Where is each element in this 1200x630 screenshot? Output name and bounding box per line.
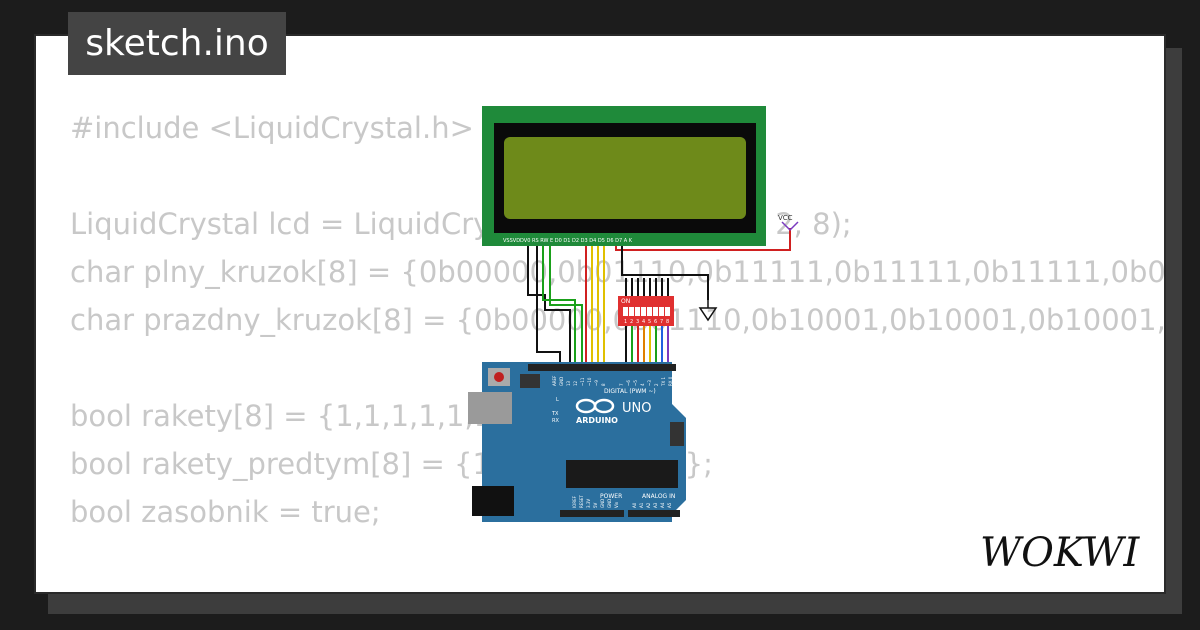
power-jack	[472, 486, 514, 516]
pin-label: ~11	[580, 377, 585, 386]
pin-label: GND	[607, 499, 612, 508]
pin-label: GND	[559, 377, 564, 386]
pin-label: 12	[573, 380, 578, 386]
pin-label: ~9	[594, 380, 599, 386]
pin-label: IOREF	[572, 495, 577, 508]
pin-label: 13	[566, 380, 571, 386]
lcd-display: VSSVDDV0 RS RW E D0 D1 D2 D3 D4 D5 D6 D7…	[482, 106, 766, 246]
dip-number: 6	[654, 319, 657, 325]
pin-label: TX 1	[661, 377, 666, 387]
pin-label: A5	[667, 502, 672, 508]
digital-header-left	[528, 364, 654, 371]
dip-number: 2	[630, 319, 633, 325]
pin-label: Vin	[614, 501, 619, 508]
pin-label: A4	[660, 502, 665, 508]
model-label: UNO	[622, 401, 651, 416]
wire-e	[549, 240, 583, 370]
analog-header	[628, 510, 680, 517]
lcd-screen	[504, 137, 746, 219]
code-line: void setup() {	[70, 584, 1164, 592]
pin-label: A0	[632, 502, 637, 508]
power-header	[560, 510, 624, 517]
vcc-label: VCC	[778, 214, 793, 222]
wokwi-logo: WOKWI	[980, 530, 1140, 576]
pin-label: GND	[600, 499, 605, 508]
pin-label: A2	[646, 502, 651, 508]
dip-switch: ON 1 2 3 4 5 6 7 8	[618, 296, 674, 326]
code-line: bool zasobnik = true;	[70, 495, 381, 529]
atmega-chip	[566, 460, 678, 488]
dip-number: 8	[666, 319, 669, 325]
wire-dip-top	[625, 278, 669, 300]
led-label: RX	[552, 418, 559, 424]
pin-label: 2	[654, 383, 659, 386]
pin-label: ~3	[647, 380, 652, 386]
digital-label: DIGITAL (PWM ~)	[604, 388, 656, 395]
arduino-uno: DIGITAL (PWM ~) UNO ARDUINO ON POWER ANA…	[468, 362, 703, 522]
dip-number: 5	[648, 319, 651, 325]
on-label: ON	[694, 410, 703, 417]
pin-label: 7	[619, 383, 624, 386]
analog-label: ANALOG IN	[642, 493, 675, 500]
pin-label: ~6	[626, 380, 631, 386]
code-line: char prazdny_kruzok[8] = {0b00000,0b0111…	[70, 303, 1166, 337]
dip-switch-label: ON	[621, 298, 630, 305]
led-label: TX	[551, 411, 559, 417]
brand-label: ARDUINO	[576, 416, 618, 425]
pin-label: 4	[640, 383, 645, 386]
code-line: #include <LiquidCrystal.h>	[70, 111, 474, 145]
dip-number: 7	[660, 319, 663, 325]
dip-number: 4	[642, 319, 645, 325]
led-label: L	[556, 397, 559, 403]
ground-icon	[698, 300, 718, 322]
dip-number: 3	[636, 319, 639, 325]
icsp-header	[520, 374, 540, 388]
arduino-infinity-logo	[575, 398, 615, 414]
pin-label: A3	[653, 502, 658, 508]
pin-label: 5V	[593, 502, 598, 508]
pin-label: ~5	[633, 380, 638, 386]
pin-label: RX 0	[668, 376, 673, 386]
pin-label: RESET	[579, 495, 584, 508]
wire-k-gnd	[621, 240, 709, 300]
dip-number: 1	[624, 319, 627, 325]
digital-header-right	[620, 364, 676, 371]
pin-label: 3.3V	[586, 499, 591, 508]
power-label: POWER	[600, 493, 622, 500]
wokwi-logo-text: WOKWI	[980, 530, 1140, 576]
pin-label: ~10	[587, 377, 592, 386]
pin-label: AREF	[552, 375, 557, 386]
icsp-header-2	[670, 422, 684, 446]
wire-rs	[542, 240, 576, 370]
lcd-pin-labels: VSSVDDV0 RS RW E D0 D1 D2 D3 D4 D5 D6 D7…	[503, 238, 633, 244]
pin-label: 8	[601, 383, 606, 386]
pin-label: A1	[639, 502, 644, 508]
usb-port	[468, 392, 512, 424]
wire-rw	[527, 240, 571, 370]
file-name-tab[interactable]: sketch.ino	[68, 12, 286, 75]
vcc-symbol: VCC	[778, 214, 799, 232]
